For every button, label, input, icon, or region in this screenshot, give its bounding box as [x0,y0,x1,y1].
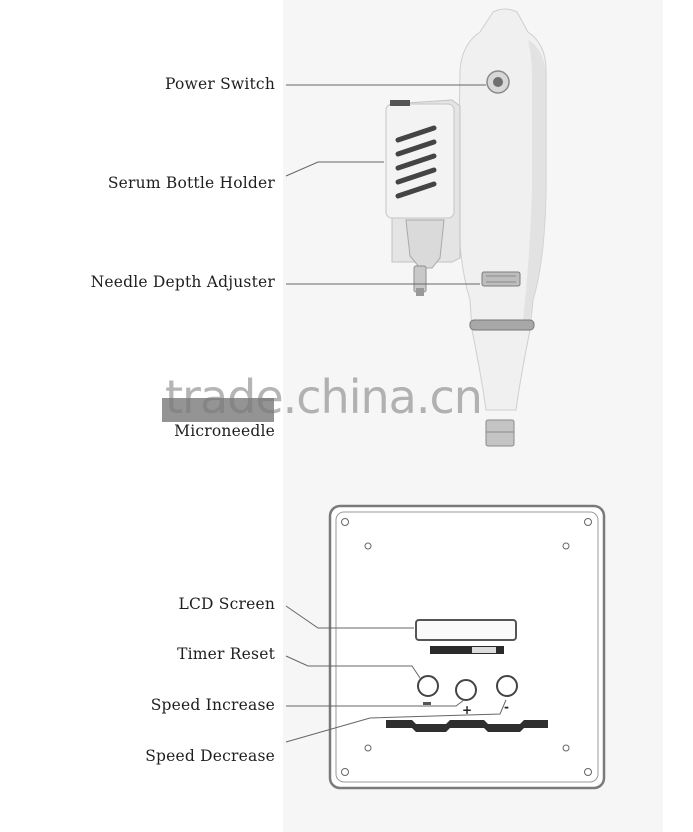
leader-lcd-screen [285,605,414,629]
serum-nozzle [405,219,445,269]
holder-vent-2 [395,139,437,157]
panel-screw-lbl [364,744,372,752]
lcd-caption-light [472,647,496,653]
needle-depth-adjuster [481,271,521,287]
label-serum-bottle-holder: Serum Bottle Holder [107,174,275,192]
speed-increase-mark: + [462,703,472,717]
silver-ring [469,319,535,331]
label-lcd-screen: LCD Screen [178,595,275,613]
speed-increase-button [455,679,477,701]
label-microneedle: Microneedle [174,422,275,440]
panel-inner [335,511,599,783]
panel-screw-br [584,768,592,776]
speed-decrease-button [496,675,518,697]
watermark-text: trade.china.cn [165,370,483,424]
label-needle-depth-adjuster: Needle Depth Adjuster [90,273,275,291]
label-timer-reset: Timer Reset [177,645,275,663]
microneedle-tip [485,419,515,447]
leader-speed-increase [286,699,465,707]
lcd-screen [415,619,517,641]
timer-reset-button [417,675,439,697]
panel-screw-bl [341,768,349,776]
leader-serum-holder [285,161,384,177]
panel-screw-tl [341,518,349,526]
holder-top-dark [390,100,410,106]
power-switch-center [493,77,503,87]
leader-speed-decrease [285,699,507,743]
holder-vent-3 [395,153,437,171]
label-speed-decrease: Speed Decrease [145,747,275,765]
speed-decrease-mark: - [504,700,509,714]
serum-bottle-holder [385,99,461,296]
holder-vent-4 [395,167,437,185]
panel-screw-mr [562,542,570,550]
timer-reset-mark [423,702,431,705]
serum-tip-end [416,288,424,296]
lcd-caption-bar [430,646,504,654]
control-panel: + - [328,504,606,790]
panel-screw-tr [584,518,592,526]
holder-vent-5 [395,181,437,199]
panel-screw-ml [364,542,372,550]
label-speed-increase: Speed Increase [150,696,275,714]
holder-vent-1 [395,125,437,143]
handpiece [385,8,547,447]
handpiece-shade [522,40,546,330]
panel-bottom-strip [386,720,548,732]
label-power-switch: Power Switch [164,75,275,93]
watermark-band [162,398,274,422]
leader-timer-reset [285,655,421,679]
panel-screw-lbr [562,744,570,752]
